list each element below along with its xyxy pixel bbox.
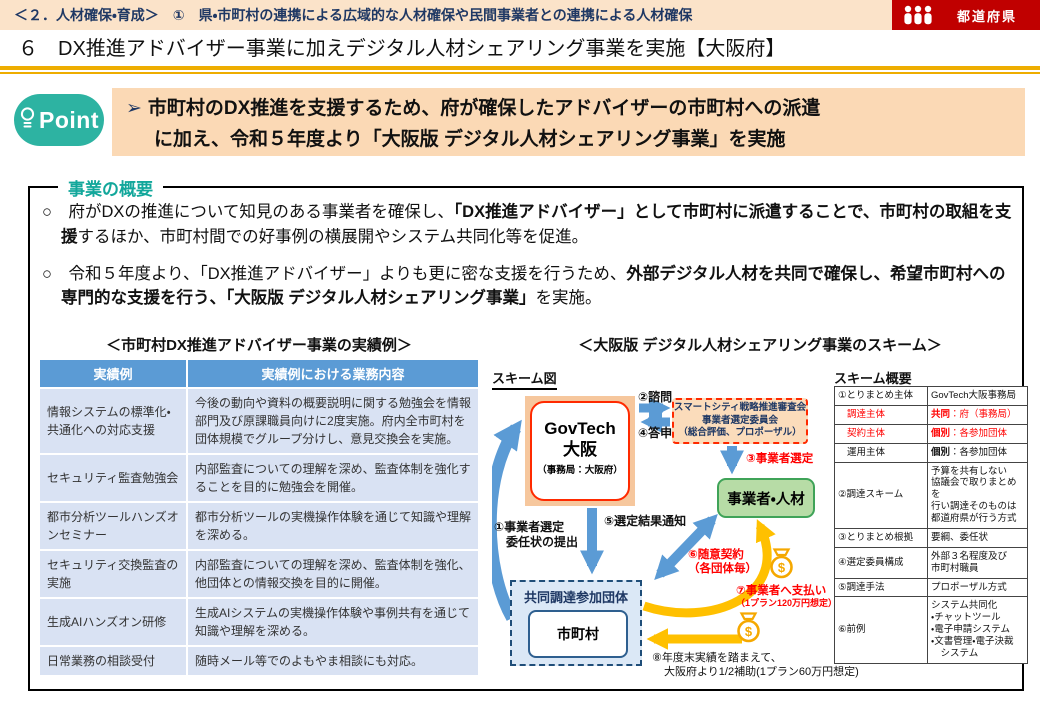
row-detail: 今後の動向や資料の概要説明に関する勉強会を情報部門及び原課職員向けに2度実施。府… [188,389,478,453]
results-table: 実績例 実績例における業務内容 情報システムの標準化・共通化への対応支援今後の動… [38,358,480,677]
vendor-box: 事業者・人材 [717,478,815,518]
summary-row: 運用主体個別：各参加団体 [834,442,1028,463]
group-box: 共同調達参加団体 市町村 [510,580,642,666]
summary-row: ⑥前例システム共同化 ・チャットツール ・電子申請システム ・文書管理・電子決裁… [834,596,1028,664]
govtech-name-2: 大阪 [563,439,597,459]
header-bar: ＜２．人材確保・育成＞ ① 県・市町村の連携による広域的な人材確保や民間事業者と… [0,0,1040,30]
people-icon [902,5,934,25]
svg-text:$: $ [778,560,786,575]
municipality-box: 市町村 [528,610,628,658]
row-name: 都市分析ツールハンズオンセミナー [40,503,186,549]
row-name: 生成AIハンズオン研修 [40,599,186,645]
row-name: 日常業務の相談受付 [40,647,186,675]
committee-box: スマートシティ戦略推進審査会 事業者選定委員会 （総合評価、プロポーザル） [672,398,808,444]
flow-label-8: ⑧年度末実績を踏まえて、 大阪府より1/2補助(1プラン60万円想定) [652,652,859,678]
table-row: 都市分析ツールハンズオンセミナー都市分析ツールの実機操作体験を通じて知識や理解を… [40,503,478,549]
row-detail: 生成AIシステムの実機操作体験や事例共有を通じて知識や理解を深める。 [188,599,478,645]
table-row: 生成AIハンズオン研修生成AIシステムの実機操作体験や事例共有を通じて知識や理解… [40,599,478,645]
table-row: 日常業務の相談受付随時メール等でのよもやま相談にも対応。 [40,647,478,675]
summary-row: ④選定委員構成外部３名程度及び 市町村職員 [834,546,1028,579]
table-row: 情報システムの標準化・共通化への対応支援今後の動向や資料の概要説明に関する勉強会… [40,389,478,453]
govtech-name: GovTech [544,419,616,438]
flow-label-6: ⑥随意契約 （各団体毎） [688,549,757,576]
summary-row: 調達主体共同：府（事務局） [834,404,1028,425]
money-bag-icon: $ [735,612,762,648]
overview-bullet-1: ○ 府がDXの推進について知見のある事業者を確保し、「DX推進アドバイザー」とし… [42,203,1012,246]
svg-text:$: $ [745,624,753,639]
scheme-figure-label: スキーム図 [492,368,557,390]
gold-divider [0,66,1040,74]
row-detail: 内部監査についての理解を深め、監査体制を強化することを目的に勉強会を開催。 [188,455,478,501]
row-name: セキュリティ監査勉強会 [40,455,186,501]
summary-row: 契約主体個別：各参加団体 [834,423,1028,444]
point-label: Point [39,106,99,133]
flow-label-7: ⑦事業者へ支払い （1プラン120万円想定） [736,585,838,609]
flow-label-3: ③事業者選定 [746,453,814,465]
overview-title: 事業の概要 [58,175,163,200]
prefecture-badge: 都道府県 [892,0,1040,30]
point-text-line2: に加え、令和５年度より「大阪版 デジタル人材シェアリング事業」を実施 [154,128,786,150]
committee-line1: スマートシティ戦略推進審査会 [673,402,807,414]
point-logo: Point [14,94,104,146]
summary-row: ③とりまとめ根拠要綱、委任状 [834,527,1028,548]
point-bullet-glyph: ➢ [126,98,142,119]
results-table-title: ＜市町村DX推進アドバイザー事業の実績例＞ [106,337,412,354]
point-text-line1: ➢市町村のDX推進を支援するため、府が確保したアドバイザーの市町村への派遣 [126,98,821,119]
overview-bullet-2: ○ 令和５年度より、「DX推進アドバイザー」よりも更に密な支援を行うため、外部デ… [42,264,1006,308]
overview-bullets: ○ 府がDXの推進について知見のある事業者を確保し、「DX推進アドバイザー」とし… [42,200,1014,323]
results-header-example: 実績例 [40,360,186,387]
summary-row: ⑤調達手法プロポーザル方式 [834,577,1028,598]
flow-label-2: ②諮問 [638,390,673,404]
badge-label: 都道府県 [956,8,1017,24]
row-name: セキュリティ交換監査の実施 [40,551,186,597]
row-detail: 都市分析ツールの実機操作体験を通じて知識や理解を深める。 [188,503,478,549]
page-title: ６ DX推進アドバイザー事業に加えデジタル人材シェアリング事業を実施【大阪府】 [18,38,786,60]
lightbulb-icon [19,105,36,135]
table-row: セキュリティ交換監査の実施内部監査についての理解を深め、監査体制を強化、他団体と… [40,551,478,597]
point-box: ➢市町村のDX推進を支援するため、府が確保したアドバイザーの市町村への派遣 に加… [112,88,1025,156]
results-header-detail: 実績例における業務内容 [188,360,478,387]
flow-label-1: ①事業者選定 委任状の提出 [494,520,579,549]
scheme-title: ＜大阪版 デジタル人材シェアリング事業のスキーム＞ [578,337,942,354]
scheme-flow-arrows [492,397,776,650]
committee-line2: 事業者選定委員会 [701,414,778,426]
row-detail: 随時メール等でのよもやま相談にも対応。 [188,647,478,675]
summary-row: ②調達スキーム予算を共有しない 協議会で取りまとめを 行い調達そのものは 都道府… [834,461,1028,529]
row-detail: 内部監査についての理解を深め、監査体制を強化、他団体との情報交換を目的に開催。 [188,551,478,597]
committee-line3: （総合評価、プロポーザル） [678,427,802,439]
row-name: 情報システムの標準化・共通化への対応支援 [40,389,186,453]
group-title: 共同調達参加団体 [523,590,628,605]
govtech-box: GovTech 大阪 （事務局：大阪府） [525,396,635,506]
results-header-row: 実績例 実績例における業務内容 [40,360,478,387]
overview-box: ○ 府がDXの推進について知見のある事業者を確保し、「DX推進アドバイザー」とし… [28,186,1028,691]
money-bag-icon: $ [768,548,795,584]
flow-label-5: ⑤選定結果通知 [604,514,687,528]
category-label: ＜２．人材確保・育成＞ ① 県・市町村の連携による広域的な人材確保や民間事業者と… [14,7,693,23]
table-row: セキュリティ監査勉強会内部監査についての理解を深め、監査体制を強化することを目的… [40,455,478,501]
govtech-subtitle: （事務局：大阪府） [537,464,623,476]
flow-label-4: ④答申 [638,426,673,440]
scheme-section: ＜大阪版 デジタル人材シェアリング事業のスキーム＞ スキーム図 スキーム概要 G… [492,334,1028,690]
